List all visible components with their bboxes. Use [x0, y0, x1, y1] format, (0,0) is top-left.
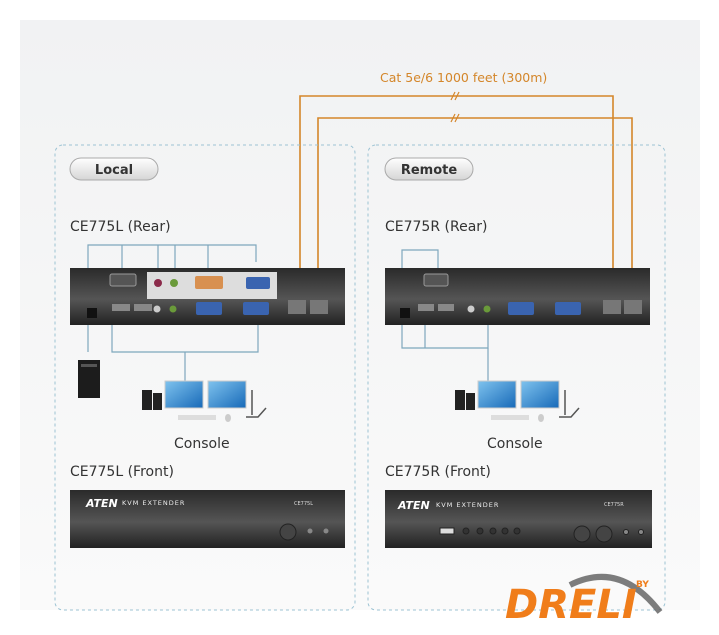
- local-console-label: Console: [174, 436, 230, 452]
- local-front-model: CE775L: [294, 501, 313, 507]
- pc-tower-icon: [78, 360, 100, 398]
- audio-jack: [467, 305, 475, 313]
- local-front-device: [70, 490, 345, 548]
- local-front-title: CE775L (Front): [70, 464, 174, 480]
- cpu-in-1-port: [195, 276, 223, 289]
- local-mode-button: [279, 523, 297, 541]
- vga-out-2-port: [243, 302, 269, 315]
- remote-frame: [367, 144, 666, 611]
- remote-front-product: KVM EXTENDER: [436, 501, 499, 509]
- remote-badge: [384, 157, 474, 181]
- usb-port: [418, 304, 434, 311]
- rj45-port: [288, 300, 306, 314]
- cable-break-icon: [450, 91, 460, 123]
- remote-section: Remote CE775R (Rear) Console CE775R (Fro…: [384, 157, 652, 548]
- led-indicator: [307, 528, 313, 534]
- audio-jack: [169, 305, 177, 313]
- remote-front-title: CE775R (Front): [385, 464, 491, 480]
- remote-console-icon: [455, 380, 580, 422]
- vga-out-2-port: [555, 302, 581, 315]
- audio-jack: [483, 305, 491, 313]
- remote-front-brand: ATEN: [397, 499, 430, 512]
- remote-front-model: CE775R: [604, 502, 624, 508]
- rj45-port: [624, 300, 642, 314]
- usb-port: [112, 304, 130, 311]
- vga-in-2-port: [246, 277, 270, 289]
- local-console-icon: [142, 380, 267, 422]
- rs232-port: [109, 273, 137, 287]
- rs232-port: [423, 273, 449, 287]
- remote-front-buttons: [439, 525, 644, 543]
- power-jack: [400, 308, 410, 318]
- local-rear-title: CE775L (Rear): [70, 219, 171, 235]
- local-front-product: KVM EXTENDER: [122, 499, 185, 507]
- rj45-port: [310, 300, 328, 314]
- vga-out-1-port: [508, 302, 534, 315]
- speaker-jack: [170, 279, 178, 287]
- local-front-brand: ATEN: [85, 497, 118, 510]
- logo-by: BY: [636, 580, 649, 590]
- usb-port: [134, 304, 152, 311]
- local-section: Local CE775L (Rear) Cons: [69, 157, 345, 548]
- remote-console-label: Console: [487, 436, 543, 452]
- usb-port: [438, 304, 454, 311]
- vga-out-1-port: [196, 302, 222, 315]
- dreli-logo: DRELI BY: [505, 574, 663, 628]
- power-jack: [87, 308, 97, 318]
- logo-text: DRELI: [505, 582, 637, 628]
- local-badge: [69, 157, 159, 181]
- local-frame: [54, 144, 356, 611]
- remote-rear-title: CE775R (Rear): [385, 219, 488, 235]
- local-connector-lines: [87, 244, 259, 382]
- mic-jack: [154, 279, 162, 287]
- rj45-port: [603, 300, 621, 314]
- led-indicator: [323, 528, 329, 534]
- audio-jack: [153, 305, 161, 313]
- local-badge-label: Local: [95, 163, 133, 178]
- cable-label: Cat 5e/6 1000 feet (300m): [380, 70, 547, 85]
- remote-badge-label: Remote: [401, 163, 458, 178]
